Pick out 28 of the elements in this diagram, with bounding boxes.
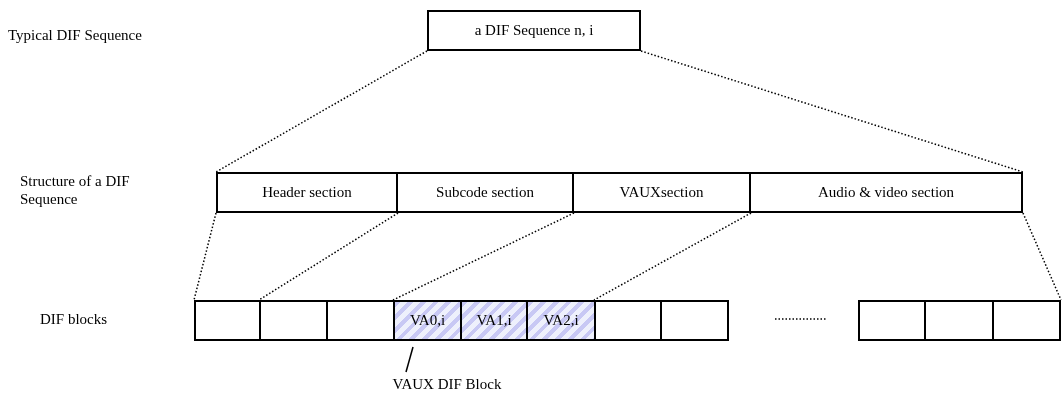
section-box: Header section (216, 172, 398, 213)
section-box: Subcode section (396, 172, 574, 213)
block-box (326, 300, 395, 341)
block-box (594, 300, 662, 341)
block-box (858, 300, 926, 341)
expansion-line (1022, 212, 1062, 301)
block-box: VA2,i (526, 300, 596, 341)
block-box: VA0,i (393, 300, 462, 341)
block-box (924, 300, 994, 341)
callout-text: VAUX DIF Block (392, 374, 502, 394)
leader-line (405, 346, 414, 373)
row-label: Structure of a DIF Sequence (20, 172, 130, 208)
block-box (259, 300, 328, 341)
expansion-line (258, 212, 399, 301)
section-box: Audio & video section (749, 172, 1023, 213)
expansion-line (593, 212, 752, 301)
block-box (992, 300, 1061, 341)
row-label: DIF blocks (40, 311, 108, 328)
section-box: VAUXsection (572, 172, 751, 213)
block-box (660, 300, 729, 341)
sequence-box: a DIF Sequence n, i (427, 10, 641, 51)
block-box: VA1,i (460, 300, 528, 341)
expansion-line (193, 212, 217, 301)
row-label: Typical DIF Sequence (8, 27, 142, 44)
expansion-line (215, 50, 428, 173)
expansion-line (392, 212, 575, 301)
block-box (194, 300, 261, 341)
expansion-line (640, 50, 1024, 173)
